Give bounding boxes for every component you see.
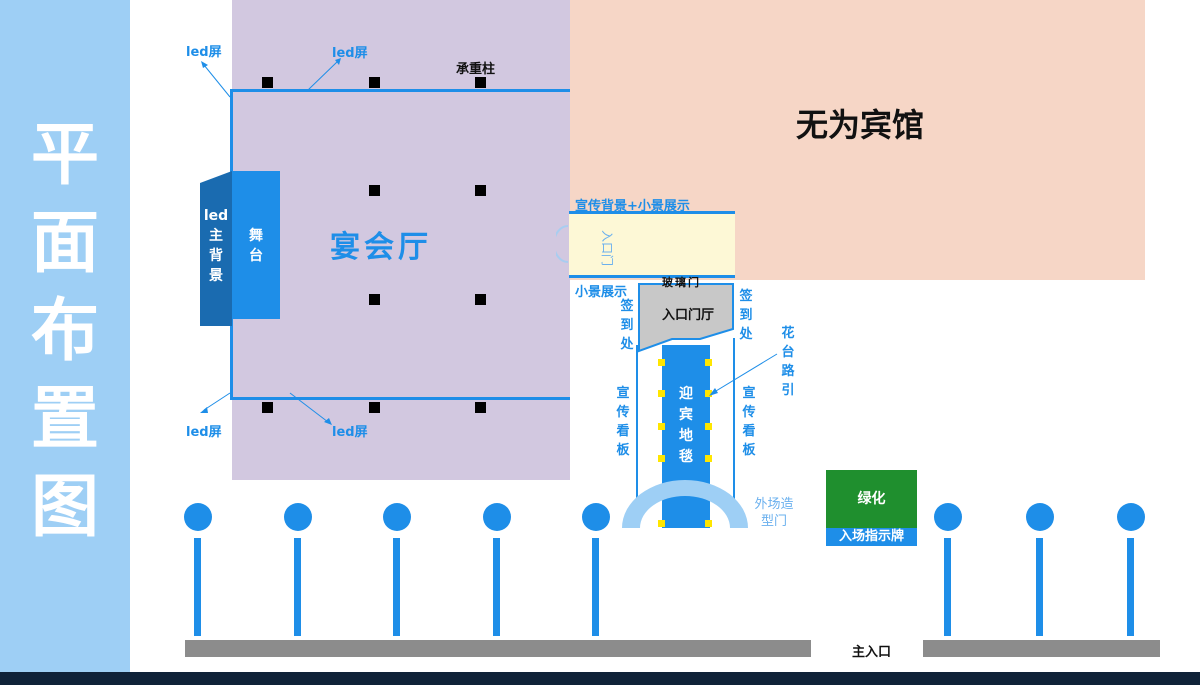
lamp-post xyxy=(194,538,201,636)
sign-in-label-left: 签到处 xyxy=(620,299,634,352)
lamp-post xyxy=(294,538,301,636)
outdoor-gate-label: 外场造型门 xyxy=(754,497,794,529)
flower-marker xyxy=(705,455,712,462)
flower-marker xyxy=(705,520,712,527)
outdoor-gate-arch xyxy=(622,480,748,528)
pillar xyxy=(475,77,486,88)
flower-path-arrow xyxy=(709,353,778,396)
entrance-door-label: 入口门 xyxy=(600,229,614,266)
promo-board-label-right: 宣传看板 xyxy=(742,386,756,458)
promo-board-label-left: 宣传看板 xyxy=(616,386,630,458)
glass-door-label: 玻璃门 xyxy=(662,276,701,289)
stage-label: 舞台 xyxy=(249,228,263,264)
lamp-icon xyxy=(184,503,212,531)
entry-sign: 入场指示牌 xyxy=(826,528,917,546)
flower-marker xyxy=(658,423,665,430)
pillar xyxy=(475,402,486,413)
pillar xyxy=(475,185,486,196)
led-main-label: led主背景 xyxy=(203,208,229,284)
page-title: 平面布置图 xyxy=(30,116,99,547)
lamp-icon xyxy=(383,503,411,531)
flower-marker xyxy=(658,455,665,462)
bottom-band xyxy=(0,672,1200,685)
led-arrows-top xyxy=(201,58,341,98)
road-left xyxy=(185,640,811,657)
welcome-carpet-label: 迎宾地毯 xyxy=(679,386,693,465)
lamp-post xyxy=(944,538,951,636)
promo-backdrop-area xyxy=(569,211,735,278)
lamp-icon xyxy=(934,503,962,531)
lamp-post xyxy=(1036,538,1043,636)
main-entrance-label: 主入口 xyxy=(852,645,892,660)
flower-marker xyxy=(658,390,665,397)
pillar xyxy=(369,402,380,413)
led-main-backdrop xyxy=(200,171,232,326)
led-screen-label: led屏 xyxy=(332,46,368,61)
banquet-hall-label: 宴会厅 xyxy=(330,230,432,265)
pillar xyxy=(475,294,486,305)
promo-backdrop-label: 宣传背景+小景展示 xyxy=(575,199,690,214)
lamp-post xyxy=(393,538,400,636)
lamp-icon xyxy=(582,503,610,531)
road-right xyxy=(923,640,1160,657)
led-screen-label: led屏 xyxy=(332,425,368,440)
flower-marker xyxy=(705,390,712,397)
sidebar xyxy=(0,0,130,672)
greenery-area: 绿化 xyxy=(826,470,917,528)
walkway-wall-right xyxy=(733,338,735,505)
flower-marker xyxy=(705,359,712,366)
lamp-post xyxy=(1127,538,1134,636)
pillar xyxy=(369,185,380,196)
led-arrows-bottom xyxy=(200,392,332,425)
lamp-icon xyxy=(284,503,312,531)
led-screen-label: led屏 xyxy=(186,45,222,60)
small-display-label: 小景展示 xyxy=(575,285,628,300)
entrance-door-arc xyxy=(556,225,569,263)
flower-marker xyxy=(658,359,665,366)
banquet-area xyxy=(232,0,570,480)
lamp-icon xyxy=(483,503,511,531)
lamp-icon xyxy=(1026,503,1054,531)
pillar xyxy=(369,77,380,88)
led-screen-label: led屏 xyxy=(186,425,222,440)
foyer-label: 入口门厅 xyxy=(661,308,714,323)
pillar xyxy=(262,402,273,413)
stage xyxy=(232,171,280,319)
flower-marker xyxy=(705,423,712,430)
walkway-wall-left xyxy=(636,345,638,505)
flower-marker xyxy=(658,520,665,527)
flower-path-label: 花台路引 xyxy=(781,326,795,398)
pillar-label: 承重柱 xyxy=(456,62,496,77)
entrance-foyer xyxy=(638,283,734,353)
hotel-label: 无为宾馆 xyxy=(795,106,924,144)
lamp-post xyxy=(592,538,599,636)
pillar xyxy=(262,77,273,88)
pillar xyxy=(369,294,380,305)
sign-in-label-right: 签到处 xyxy=(739,289,753,342)
lamp-post xyxy=(493,538,500,636)
lamp-icon xyxy=(1117,503,1145,531)
